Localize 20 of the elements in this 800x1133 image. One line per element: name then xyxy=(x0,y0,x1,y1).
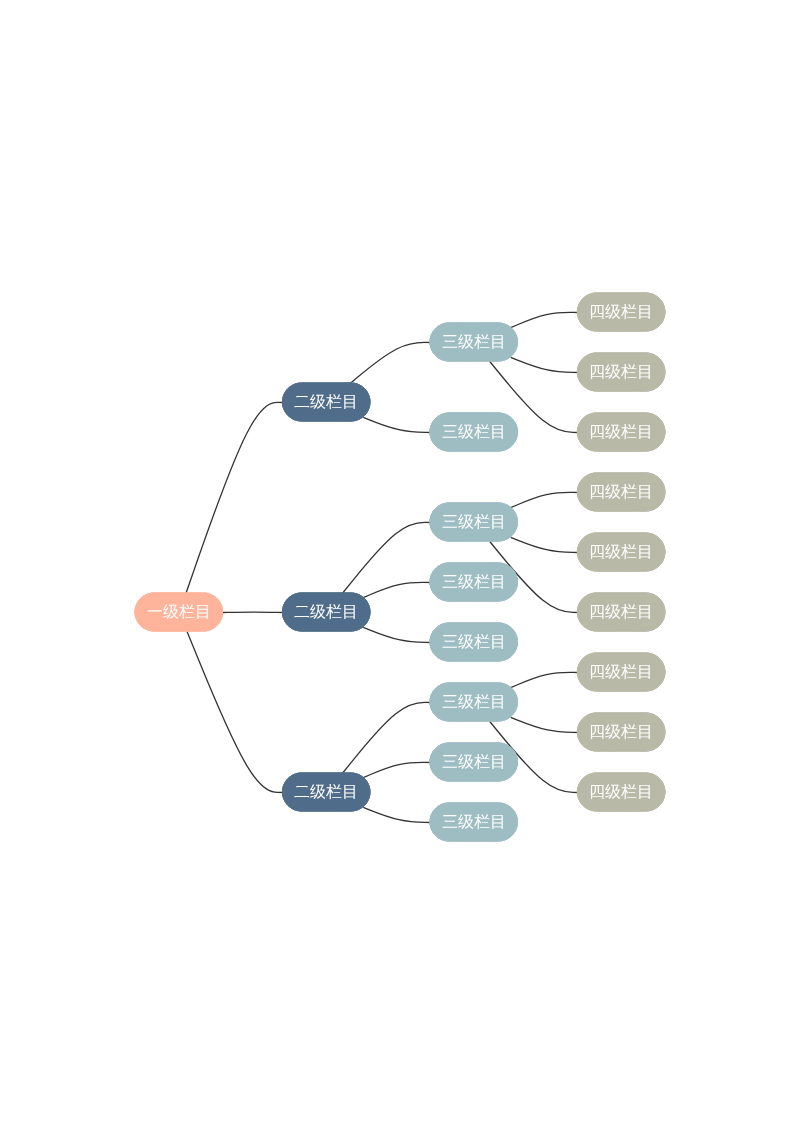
connector xyxy=(489,360,579,433)
connector xyxy=(489,540,579,613)
connector xyxy=(362,761,432,778)
connector xyxy=(510,716,579,733)
connector xyxy=(222,611,284,613)
connector xyxy=(510,311,579,328)
connector xyxy=(510,536,579,553)
connector xyxy=(341,701,432,774)
connector xyxy=(489,720,579,793)
connector xyxy=(362,806,432,823)
connector xyxy=(510,491,579,508)
connector xyxy=(341,521,432,594)
connector xyxy=(362,626,432,643)
connector xyxy=(349,341,432,384)
connector xyxy=(362,416,432,433)
connector xyxy=(510,356,579,373)
connector xyxy=(185,401,284,594)
connector xyxy=(186,630,284,793)
connector xyxy=(510,671,579,688)
connector xyxy=(362,581,432,598)
